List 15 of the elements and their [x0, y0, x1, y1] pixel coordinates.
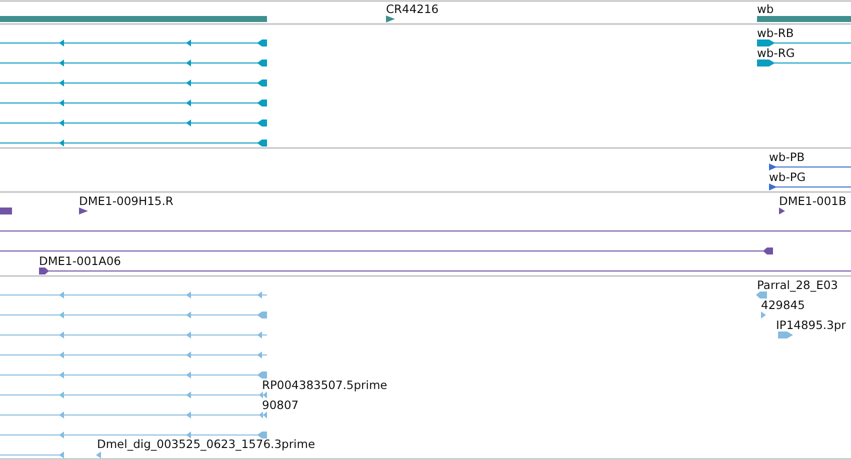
alignment-label: 429845	[761, 298, 805, 312]
alignment-label: IP14895.3pr	[776, 318, 846, 332]
clone-label: DME1-001B	[779, 194, 846, 208]
protein-label: wb-PG	[769, 170, 806, 184]
alignment-label: Parral_28_E03	[757, 278, 838, 292]
gene-label: CR44216	[386, 2, 439, 16]
alignment-label: Dmel_dig_003525_0623_1576.3prime	[97, 437, 316, 451]
alignment-label: 90807	[262, 398, 299, 412]
transcript-label: wb-RB	[757, 26, 794, 40]
protein-label: wb-PB	[769, 150, 805, 164]
clone-label: DME1-001A06	[39, 254, 121, 268]
gene-label: wb	[757, 2, 774, 16]
transcript-label: wb-RG	[757, 46, 795, 60]
clone-label: DME1-009H15.R	[79, 194, 174, 208]
alignment-label: RP004383507.5prime	[262, 378, 388, 392]
